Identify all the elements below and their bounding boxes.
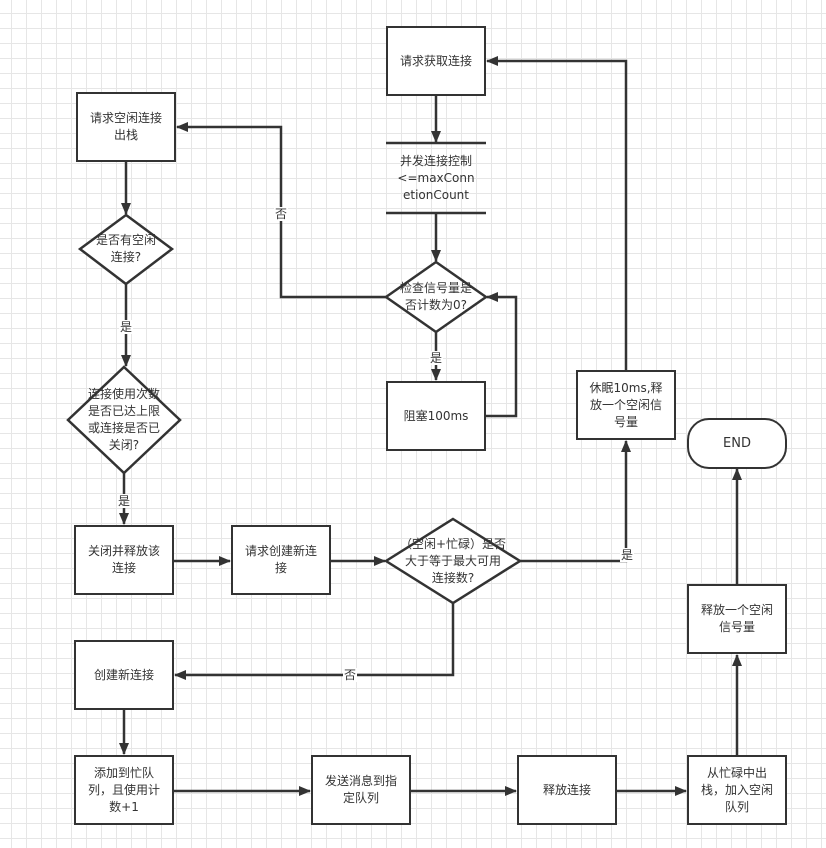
edge-label-no-pop-idle: 否 [274, 207, 289, 221]
edge-label-yes-block: 是 [429, 351, 444, 365]
node-release-connection[interactable]: 释放连接 [517, 755, 617, 825]
node-label: 连接使用次数 是否已达上限 或连接是否已 关闭? [87, 387, 160, 452]
node-label: 阻塞100ms [403, 408, 469, 423]
node-usage-limit: 连接使用次数 是否已达上限 或连接是否已 关闭? [68, 386, 180, 454]
node-concurrency-control[interactable]: 并发连接控制 <=maxConn etionCount [386, 145, 486, 211]
edge-label-yes-has-idle: 是 [119, 320, 134, 334]
node-label: 请求获取连接 [399, 53, 472, 68]
node-label: 创建新连接 [93, 667, 154, 682]
edge-total-yes-sleep [520, 440, 631, 563]
node-has-idle: 是否有空闲 连接? [80, 232, 172, 266]
edge-sleep-to-request [486, 56, 628, 370]
node-total-check: （空闲+忙碌）是否 大于等于最大可用 连接数? [386, 536, 520, 587]
node-label: 休眠10ms,释 放一个空闲信 号量 [589, 380, 663, 429]
node-label: （空闲+忙碌）是否 大于等于最大可用 连接数? [399, 537, 507, 585]
node-label: 添加到忙队 列，且使用计 数+1 [87, 765, 160, 814]
node-sleep-release[interactable]: 休眠10ms,释 放一个空闲信 号量 [576, 370, 676, 440]
node-block-100ms[interactable]: 阻塞100ms [386, 381, 486, 451]
node-close-release[interactable]: 关闭并释放该 连接 [74, 525, 174, 595]
edge-label-yes-usage-limit: 是 [117, 494, 132, 508]
node-request-create[interactable]: 请求创建新连 接 [231, 525, 331, 595]
node-label: 释放连接 [542, 782, 591, 797]
edge-label-yes-total: 是 [620, 548, 635, 562]
node-create-new[interactable]: 创建新连接 [74, 640, 174, 710]
node-label: 关闭并释放该 连接 [87, 544, 160, 575]
node-label: 检查信号量是 否计数为0? [399, 281, 472, 312]
node-pop-idle[interactable]: 请求空闲连接 出栈 [76, 92, 176, 162]
node-label: 从忙碌中出 栈，加入空闲 队列 [700, 765, 773, 814]
node-pop-busy[interactable]: 从忙碌中出 栈，加入空闲 队列 [687, 755, 787, 825]
node-send-message[interactable]: 发送消息到指 定队列 [311, 755, 411, 825]
node-check-semaphore: 检查信号量是 否计数为0? [386, 280, 486, 314]
node-label: 发送消息到指 定队列 [324, 774, 397, 805]
node-label: 是否有空闲 连接? [95, 233, 156, 264]
edge-block-to-check [486, 292, 518, 418]
edge-total-no-create [174, 603, 455, 680]
node-label: 请求创建新连 接 [244, 544, 317, 575]
node-label: 请求空闲连接 出栈 [89, 111, 162, 142]
node-label: 释放一个空闲 信号量 [700, 603, 773, 634]
node-label: END [723, 436, 751, 451]
edge-label-no-total: 否 [343, 668, 358, 682]
node-add-busy[interactable]: 添加到忙队 列，且使用计 数+1 [74, 755, 174, 825]
node-release-semaphore[interactable]: 释放一个空闲 信号量 [687, 584, 787, 654]
node-request-connection[interactable]: 请求获取连接 [386, 26, 486, 96]
node-label: 并发连接控制 <=maxConn etionCount [397, 153, 475, 202]
node-end[interactable]: END [687, 418, 787, 469]
